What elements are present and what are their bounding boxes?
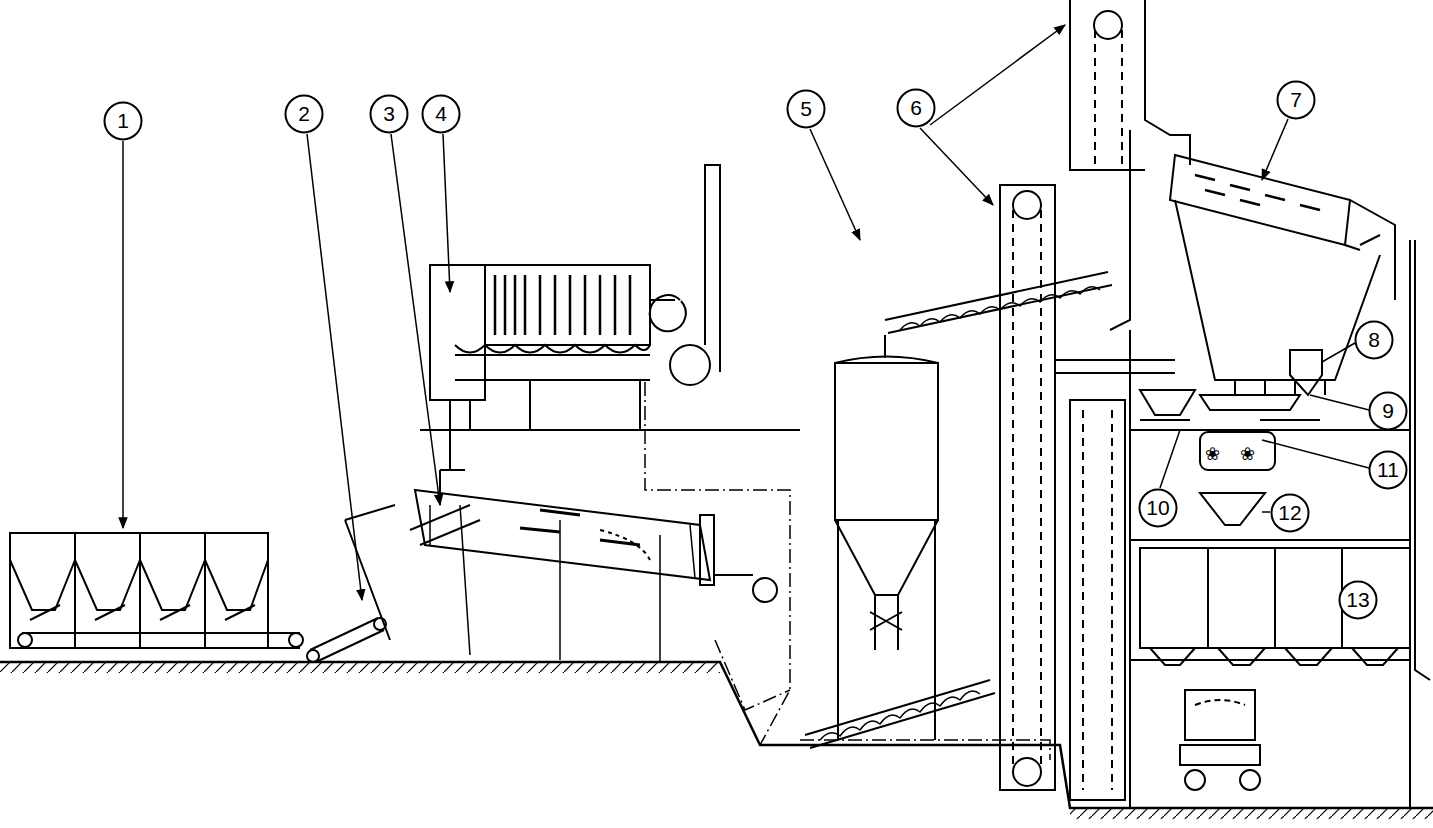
callout-ring	[1370, 452, 1407, 489]
svg-text:❀: ❀	[1205, 444, 1220, 464]
callout-ring	[898, 90, 935, 127]
callout-circle: 8	[1354, 320, 1394, 360]
callout-circle: 1	[103, 101, 143, 141]
callout-circle: 7	[1276, 80, 1316, 120]
callout-circle: 9	[1368, 391, 1408, 431]
callout-number: 10	[1146, 496, 1169, 520]
callout-number: 8	[1368, 328, 1380, 352]
callout-ring	[286, 96, 323, 133]
callout-ring	[1278, 82, 1315, 119]
callout-circle: 10	[1138, 488, 1178, 528]
callout-ring	[1340, 582, 1377, 619]
callout-ring	[423, 96, 460, 133]
callout-circle: 11	[1368, 450, 1408, 490]
callout-circle: 12	[1270, 493, 1310, 533]
callout-number: 3	[383, 102, 395, 126]
callout-ring	[788, 91, 825, 128]
callout-number: 13	[1346, 588, 1369, 612]
callout-ring	[1140, 490, 1177, 527]
callout-number: 6	[910, 96, 922, 120]
callout-circle: 4	[421, 94, 461, 134]
callout-number: 9	[1382, 399, 1394, 423]
callout-number: 2	[298, 102, 310, 126]
callout-number: 4	[435, 102, 447, 126]
callout-number: 12	[1278, 501, 1301, 525]
callout-ring	[105, 103, 142, 140]
callout-ring	[1272, 495, 1309, 532]
callout-number: 1	[117, 109, 129, 133]
callout-circle: 6	[896, 88, 936, 128]
callout-circle: 2	[284, 94, 324, 134]
callout-circle: 5	[786, 89, 826, 129]
callout-number: 5	[800, 97, 812, 121]
callout-ring	[371, 96, 408, 133]
callout-number: 11	[1377, 458, 1399, 482]
callout-circle: 13	[1338, 580, 1378, 620]
svg-text:❀: ❀	[1240, 444, 1255, 464]
callout-circle: 3	[369, 94, 409, 134]
callout-ring	[1370, 393, 1407, 430]
callout-number: 7	[1290, 88, 1302, 112]
callout-ring	[1356, 322, 1393, 359]
